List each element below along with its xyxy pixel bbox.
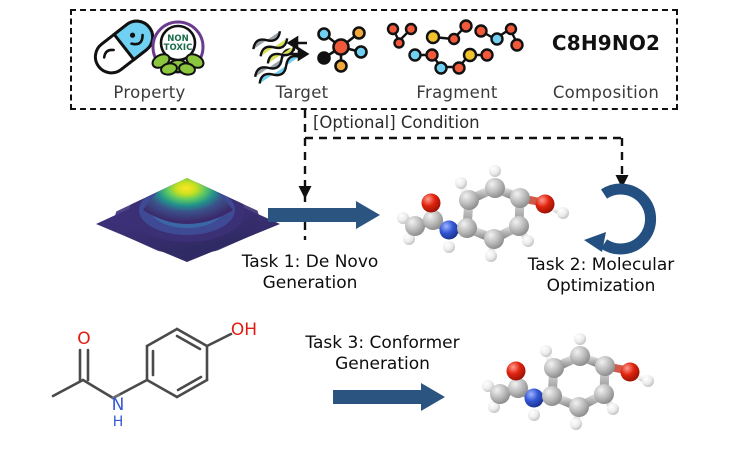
condition-label-composition: Composition — [552, 83, 660, 102]
task2-line1: Task 2: Molecular — [527, 255, 675, 275]
condition-cell-target[interactable]: Target — [227, 11, 377, 108]
task1-label: Task 1: De Novo Generation — [220, 252, 400, 293]
molecule-2d-skeletal: O OH N H — [35, 318, 265, 443]
label-hydrogen-2d: H — [113, 414, 124, 430]
arrow-task1 — [268, 200, 388, 230]
svg-text:TOXIC: TOXIC — [164, 43, 193, 53]
label-hydroxyl-2d: OH — [231, 320, 257, 340]
condition-arrowheads — [298, 175, 629, 199]
pill-nontoxic-icon: NON TOXIC — [72, 17, 227, 79]
arrow-task3 — [333, 382, 453, 412]
condition-label-property: Property — [113, 83, 186, 102]
molecule-3d-bottom — [480, 328, 685, 443]
gaussian-surface-plot — [92, 160, 282, 270]
task1-line2: Generation — [262, 272, 358, 293]
task2-label: Task 2: Molecular Optimization — [510, 255, 692, 296]
circular-refresh-arrow — [582, 178, 674, 260]
chemical-formula-text: C8H9NO2 — [551, 31, 661, 55]
optional-condition-label: [Optional] Condition — [313, 113, 480, 132]
task3-label: Task 3: Conformer Generation — [285, 333, 480, 374]
task3-line2: Generation — [335, 353, 430, 374]
molecular-fragments-icon — [377, 17, 537, 79]
condition-cell-property[interactable]: NON TOXIC Property — [72, 11, 227, 108]
molecule-3d-top — [395, 160, 600, 275]
label-oxygen-2d: O — [77, 329, 90, 349]
condition-routing — [0, 100, 751, 240]
task3-line1: Task 3: Conformer — [305, 333, 460, 353]
condition-cell-fragment[interactable]: Fragment — [377, 11, 537, 108]
svg-text:NON: NON — [167, 34, 188, 44]
condition-box: NON TOXIC Property — [70, 9, 678, 110]
condition-cell-composition[interactable]: C8H9NO2 Composition — [537, 11, 675, 108]
label-nitrogen-2d: N — [112, 395, 125, 415]
protein-molecule-binding-icon — [227, 17, 377, 84]
task1-line1: Task 1: De Novo — [241, 252, 379, 272]
condition-label-fragment: Fragment — [416, 83, 498, 102]
condition-label-target: Target — [275, 83, 329, 102]
task2-line2: Optimization — [546, 275, 656, 296]
